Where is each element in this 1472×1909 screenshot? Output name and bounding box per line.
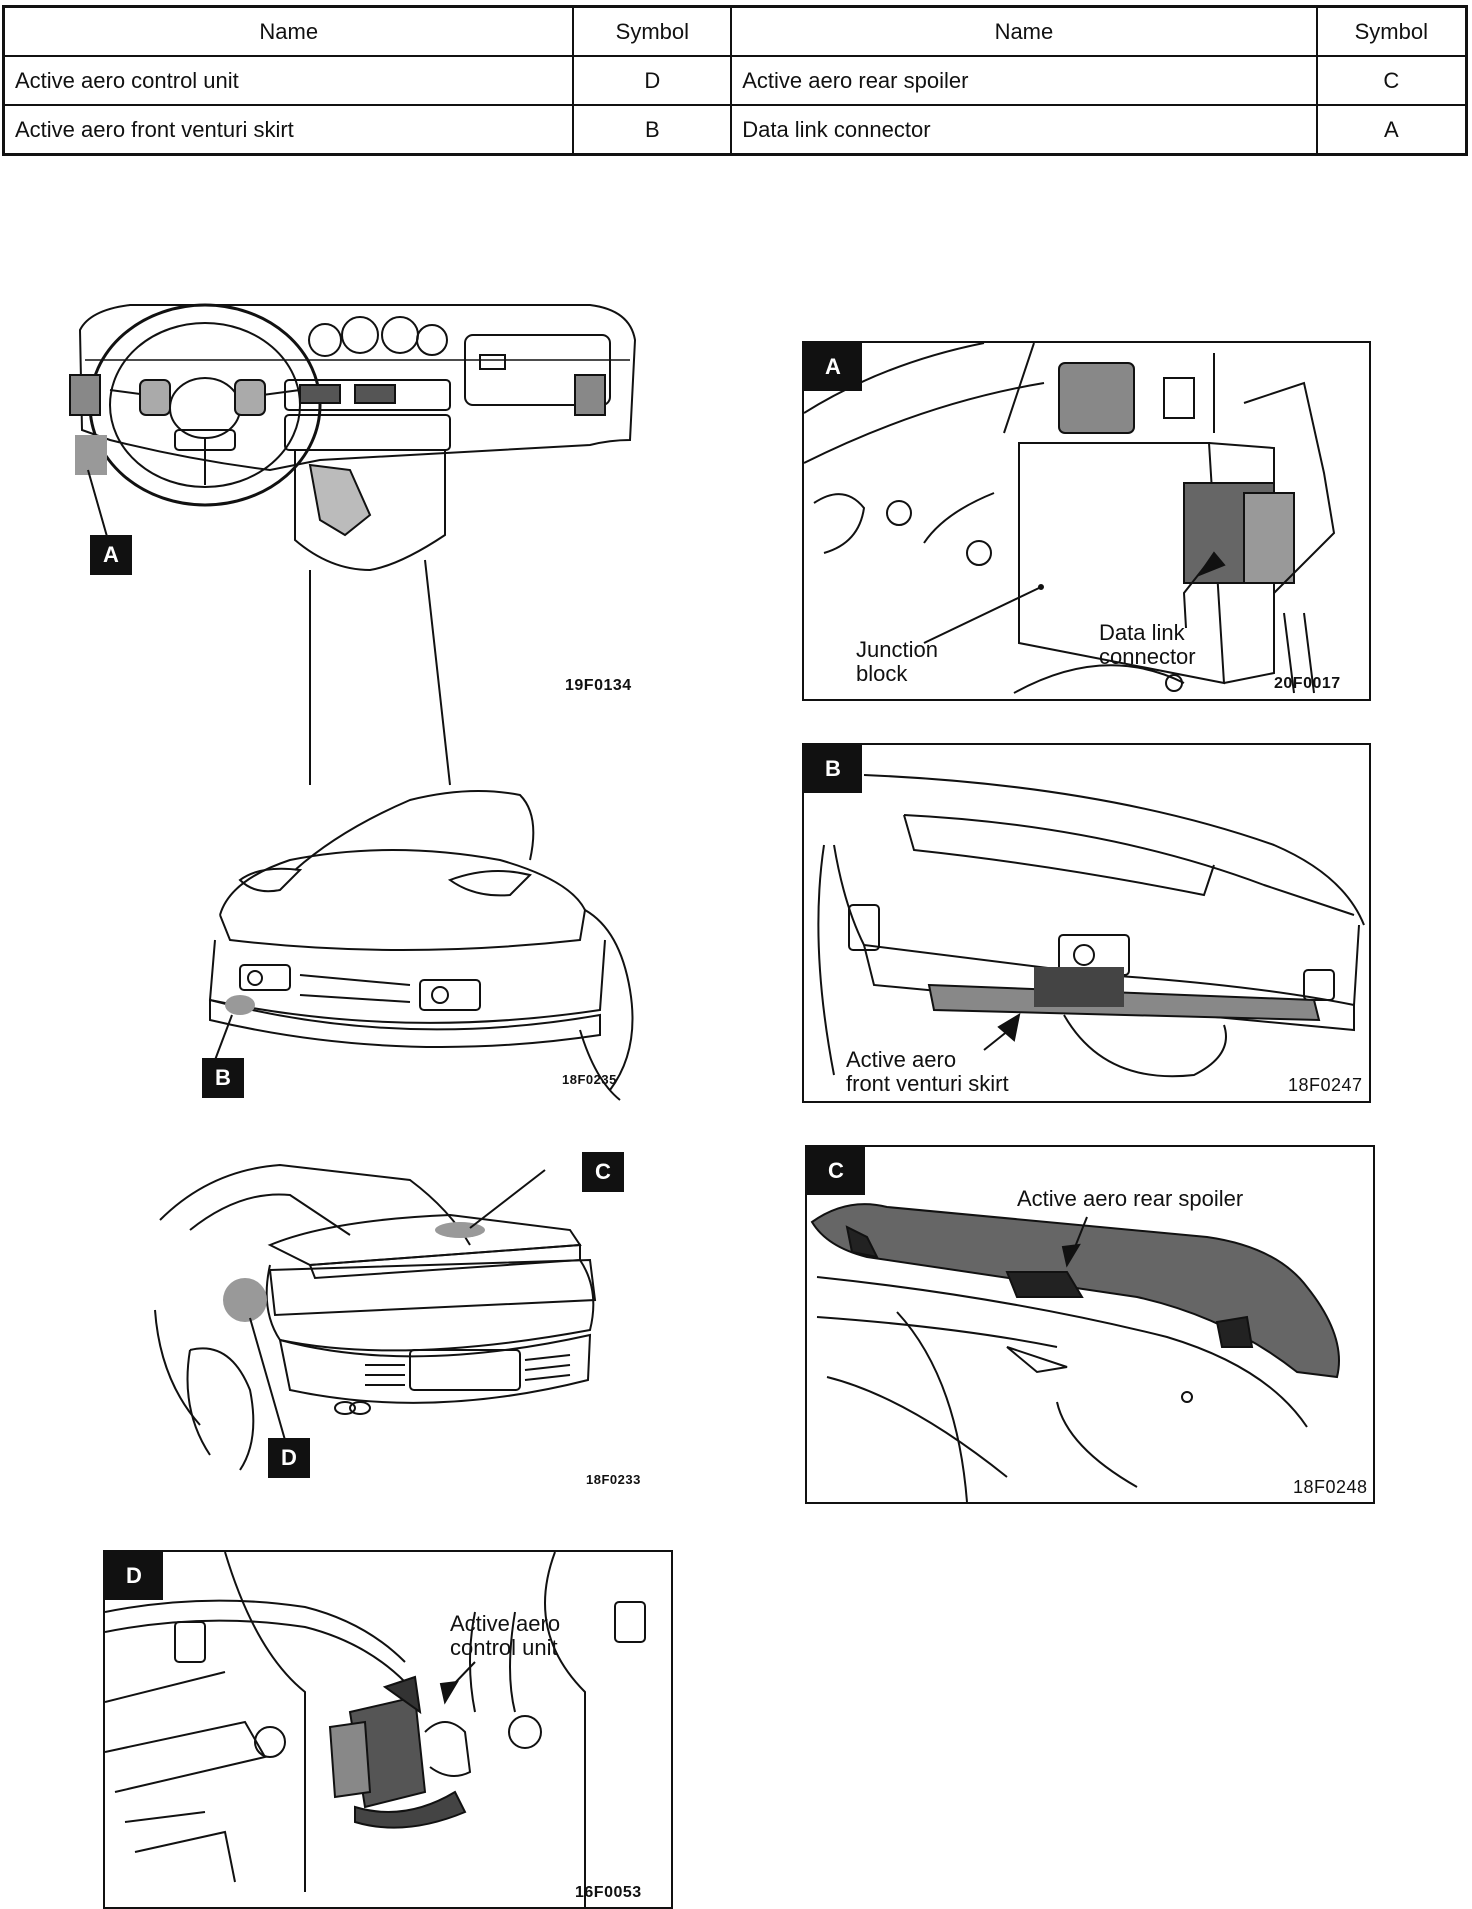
cell-symbol: D — [572, 55, 733, 106]
rear-car-figure: C D 18F0233 — [150, 1150, 650, 1490]
cell-name: Active aero front venturi skirt — [2, 104, 575, 156]
label-rear-spoiler: Active aero rear spoiler — [1017, 1186, 1244, 1211]
tag-d-overview: D — [268, 1438, 310, 1478]
cell-name: Data link connector — [730, 104, 1318, 156]
detail-b-drawing — [817, 774, 1365, 1078]
figure-code: 18F0235 — [562, 1072, 617, 1087]
tag-c-overview: C — [582, 1152, 624, 1192]
header-symbol-1: Symbol — [572, 5, 733, 57]
front-car-drawing — [208, 790, 634, 1101]
detail-a-drawing — [804, 343, 1336, 694]
header-name-2: Name — [730, 5, 1318, 57]
tag-b-overview: B — [202, 1058, 244, 1098]
tag-a-detail: A — [804, 343, 862, 391]
detail-c-drawing — [810, 1203, 1340, 1502]
label-line: Junction — [856, 637, 938, 662]
cell-symbol: A — [1315, 104, 1468, 156]
cell-symbol: B — [572, 104, 733, 156]
tag-c-detail: C — [807, 1147, 865, 1195]
tag-d-detail: D — [105, 1552, 163, 1600]
label-line: connector — [1099, 644, 1196, 669]
label-data-link-connector: Data link connector — [1099, 621, 1196, 669]
header-symbol-2: Symbol — [1315, 5, 1468, 57]
detail-d-figure: D Active aero control unit 16F0053 — [103, 1550, 673, 1909]
label-junction-block: Junction block — [856, 638, 938, 686]
cell-name: Active aero control unit — [2, 55, 575, 106]
tag-b-detail: B — [804, 745, 862, 793]
label-front-venturi-skirt: Active aero front venturi skirt — [846, 1048, 1009, 1096]
component-table: Name Symbol Name Symbol Active aero cont… — [2, 5, 1468, 156]
figure-code: 16F0053 — [575, 1884, 642, 1901]
detail-c-figure: C Active aero rear spoiler 18F0248 — [805, 1145, 1375, 1504]
label-control-unit: Active aero control unit — [450, 1612, 560, 1660]
detail-a-figure: A Junction block Data link connector 20F… — [802, 341, 1371, 701]
cell-name: Active aero rear spoiler — [730, 55, 1318, 106]
detail-b-figure: B Active aero front venturi skirt 18F024… — [802, 743, 1371, 1103]
label-line: Active aero — [846, 1047, 957, 1072]
cell-symbol: C — [1315, 55, 1468, 106]
label-line: Data link — [1099, 620, 1185, 645]
label-line: front venturi skirt — [846, 1071, 1009, 1096]
figure-code: 18F0248 — [1293, 1477, 1368, 1497]
figure-code: 18F0233 — [586, 1472, 641, 1487]
table-header-row: Name Symbol Name Symbol — [2, 5, 1468, 57]
figure-code: 20F0017 — [1274, 675, 1341, 692]
header-name-1: Name — [2, 5, 575, 57]
rear-car-drawing — [154, 1163, 597, 1471]
tag-a-overview: A — [90, 535, 132, 575]
front-car-figure: B 18F0235 — [200, 790, 650, 1101]
label-line: block — [856, 661, 908, 686]
dashboard-figure: A 19F0134 — [69, 280, 650, 786]
table-row: Active aero front venturi skirt B Data l… — [2, 104, 1468, 156]
label-line: control unit — [450, 1635, 558, 1660]
figure-code: 19F0134 — [565, 677, 632, 694]
dashboard-drawing — [69, 303, 637, 786]
detail-d-drawing — [105, 1552, 646, 1907]
label-line: Active aero — [450, 1611, 561, 1636]
figure-code: 18F0247 — [1288, 1075, 1363, 1095]
table-row: Active aero control unit D Active aero r… — [2, 55, 1468, 106]
